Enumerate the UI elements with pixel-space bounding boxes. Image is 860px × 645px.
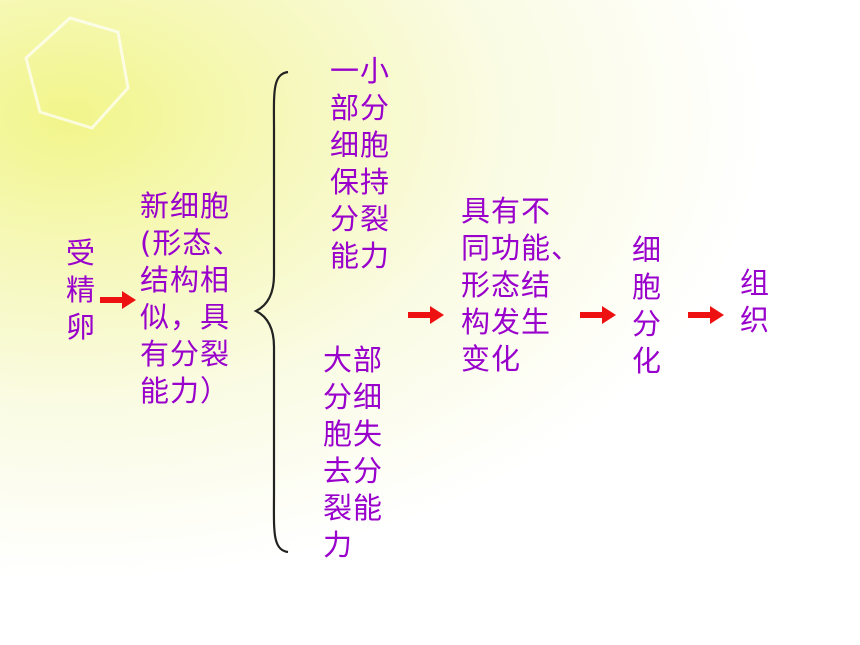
hexagon-decoration — [24, 16, 130, 130]
arrow-icon — [100, 291, 136, 309]
brace-icon — [253, 70, 289, 554]
node-fertilized-egg: 受 精 卵 — [66, 236, 97, 344]
node-differentiation: 细 胞 分 化 — [632, 233, 663, 378]
arrow-icon — [580, 306, 616, 324]
node-tissue: 组 织 — [740, 266, 771, 337]
node-change: 具有不 同功能、 形态结 构发生 变化 — [461, 194, 582, 376]
node-new-cell: 新细胞 (形态、 结构相 似，具 有分裂 能力） — [140, 189, 243, 408]
arrow-icon — [688, 306, 724, 324]
node-keep-divide: 一小 部分 细胞 保持 分裂 能力 — [330, 54, 391, 273]
node-lose-divide: 大部 分细 胞失 去分 裂能 力 — [323, 343, 384, 562]
arrow-icon — [408, 306, 444, 324]
